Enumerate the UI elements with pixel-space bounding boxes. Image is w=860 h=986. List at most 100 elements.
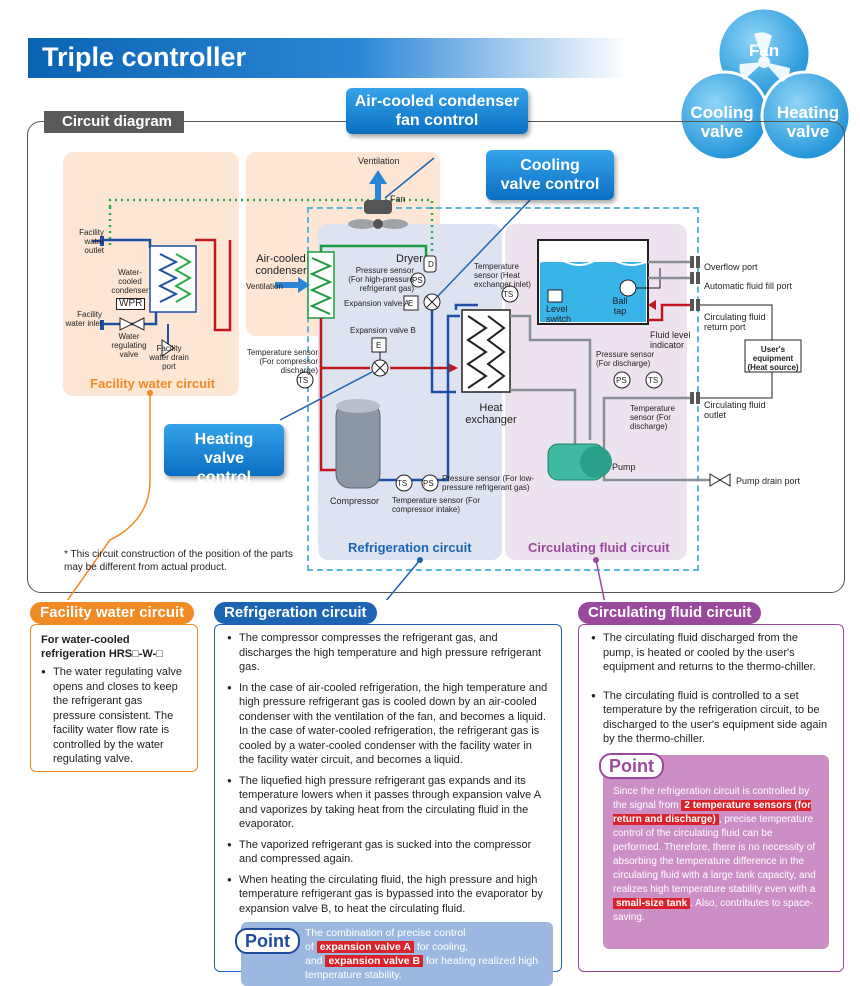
refrig-liquid-pipe: [319, 244, 428, 262]
refrig-point-text: The combination of precise control of ex…: [305, 927, 539, 981]
hl-small-tank: small-size tank: [613, 897, 691, 909]
circulating-header: Circulating fluid circuit: [578, 602, 762, 624]
label-refrigeration-circuit: Refrigeration circuit: [348, 540, 472, 555]
label-facility-water-outlet: Facility water outlet: [79, 228, 104, 255]
fw-inlet-pipe: [104, 312, 158, 326]
label-water-regulating-valve: Water regulating valve: [111, 332, 147, 359]
label-auto-fill-port: Automatic fluid fill port: [704, 281, 793, 291]
callout-cooling-valve: Cooling valve control: [486, 150, 614, 200]
facility-list: The water regulating valve opens and clo…: [41, 665, 187, 767]
label-ball-tap: Ball tap: [612, 296, 628, 316]
circ-point-word: Point: [599, 752, 664, 779]
dotted-line-top: [108, 198, 434, 255]
refrig-bullet-1: The compressor compresses the refrigeran…: [227, 631, 549, 675]
diagram-note: * This circuit construction of the posit…: [64, 549, 293, 573]
label-dryer: Dryer: [396, 253, 423, 265]
fan-icon: [739, 32, 790, 82]
circ-connector: [595, 559, 606, 600]
facility-bullet: The water regulating valve opens and clo…: [41, 665, 187, 767]
page-title: Triple controller: [42, 42, 247, 72]
circ-bullet-2: The circulating fluid is controlled to a…: [591, 689, 831, 747]
refrig-connector: [385, 559, 421, 600]
refrig-point-word: Point: [235, 928, 300, 954]
ts-discharge2-icon: [645, 371, 663, 389]
dryer-icon: [423, 255, 437, 273]
hl-expansion-valve-a: expansion valve A: [316, 941, 414, 953]
label-air-cooled-condenser: Air-cooled condenser: [255, 253, 307, 277]
label-ventilation-left: Ventilation: [246, 282, 283, 291]
label-ts-3: TS: [397, 479, 408, 488]
badge-fan-label: Fan: [749, 41, 779, 60]
label-circulating-fluid-circuit: Circulating fluid circuit: [528, 540, 670, 555]
ts-intake-icon: [395, 474, 413, 492]
circuit-svg: [66, 157, 802, 600]
refrig-bullet-3: The liquefied high pressure refrigerant …: [227, 774, 549, 832]
facility-box: For water-cooled refrigeration HRS□-W-□ …: [30, 624, 198, 772]
users-equipment-box: [744, 339, 802, 373]
facility-connector: [66, 393, 151, 600]
fan-icon: [348, 200, 408, 229]
label-water-cooled-condenser: Water-cooled condenser: [111, 268, 149, 295]
ts-hx-inlet-icon: [501, 285, 519, 303]
label-heat-exchanger: Heat exchanger: [465, 402, 517, 426]
label-pressure-sensor-discharge: Pressure sensor (For discharge): [596, 350, 655, 368]
label-e-a: E: [408, 299, 414, 308]
label-users-equipment: User's equipment (Heat source): [747, 345, 799, 372]
label-ventilation-top: Ventilation: [358, 156, 400, 166]
label-wpr: WPR: [116, 298, 146, 310]
refrigeration-list: The compressor compresses the refrigeran…: [227, 631, 549, 916]
label-fan: Fan: [390, 194, 406, 204]
label-fluid-level-indicator: Fluid level indicator: [650, 330, 691, 350]
label-pump: Pump: [612, 462, 636, 472]
refrig-point-box: Point The combination of precise control…: [235, 922, 553, 986]
refrigeration-header: Refrigeration circuit: [214, 602, 377, 624]
hl-expansion-valve-b: expansion valve B: [325, 955, 424, 967]
ps-discharge-icon: [613, 371, 631, 389]
label-pressure-sensor-high: Pressure sensor (For high-pressure refri…: [348, 266, 414, 293]
circ-point-text: Since the refrigeration circuit is contr…: [613, 785, 816, 923]
facility-header: Facility water circuit: [30, 602, 195, 624]
label-circ-outlet: Circulating fluid outlet: [704, 400, 766, 420]
ball-tap-icon: [619, 279, 637, 297]
label-ts-1: TS: [298, 376, 309, 385]
label-e-b: E: [376, 341, 382, 350]
circ-point-box: Point Since the refrigeration circuit is…: [599, 752, 829, 949]
compressor-icon: [335, 401, 381, 489]
refrigeration-box: The compressor compresses the refrigeran…: [214, 624, 562, 986]
refrig-bullet-5: When heating the circulating fluid, the …: [227, 873, 549, 917]
label-expansion-valve-a: Expansion valve A: [344, 299, 410, 308]
callout-aircooled-fan: Air-cooled condenser fan control: [346, 88, 528, 134]
label-temp-sensor-comp-discharge: Temperature sensor (For compressor disch…: [246, 348, 318, 375]
ts-discharge-icon: [296, 371, 314, 389]
label-expansion-valve-b: Expansion valve B: [350, 326, 416, 335]
label-ts-discharge: TS: [648, 376, 659, 385]
label-circ-return-port: Circulating fluid return port: [704, 312, 766, 332]
label-ps-low: PS: [423, 479, 434, 488]
ps-high-icon: [410, 272, 426, 288]
fw-refrig-pipe: [195, 238, 232, 332]
label-ps-high: PS: [412, 276, 423, 285]
label-d: D: [428, 260, 434, 269]
label-overflow-port: Overflow port: [704, 262, 758, 272]
label-facility-water-inlet: Facility water inlet: [65, 310, 102, 328]
refrig-bullet-2: In the case of air-cooled refrigeration,…: [227, 681, 549, 768]
label-temp-sensor-comp-intake: Temperature sensor (For compressor intak…: [392, 496, 481, 514]
title-bar: Triple controller: [28, 38, 628, 78]
circ-bullet-1: The circulating fluid discharged from th…: [591, 631, 831, 675]
label-level-switch: Level switch: [546, 304, 572, 324]
label-ps-discharge: PS: [616, 376, 627, 385]
label-pump-drain-port: Pump drain port: [736, 476, 801, 486]
label-temp-sensor-hx-inlet: Temperature sensor (Heat exchanger inlet…: [474, 262, 531, 289]
label-ts-2: TS: [503, 290, 514, 299]
facility-subhead: For water-cooled refrigeration HRS□-W-□: [41, 634, 163, 660]
label-temp-sensor-discharge: Temperature sensor (For discharge): [630, 404, 675, 431]
refrig-bullet-4: The vaporized refrigerant gas is sucked …: [227, 838, 549, 867]
ventilation-arrow: [369, 170, 387, 184]
circulating-box: The circulating fluid discharged from th…: [578, 624, 844, 972]
label-compressor: Compressor: [330, 496, 380, 506]
label-pressure-sensor-low: Pressure sensor (For low-pressure refrig…: [442, 474, 535, 492]
callout-heating-valve: Heating valve control: [164, 424, 284, 486]
